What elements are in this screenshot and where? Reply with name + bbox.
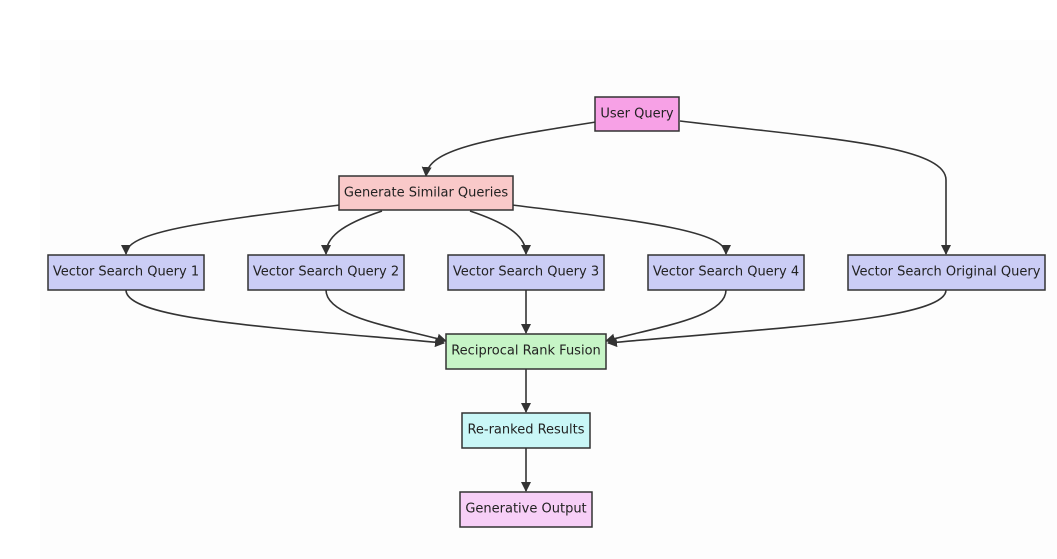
node-label: Vector Search Query 4 [653,265,799,280]
edge-vsq2-to-rrf [325,289,447,344]
node-label: Generative Output [465,502,586,517]
node-reciprocal-rank-fusion[interactable]: Reciprocal Rank Fusion [445,333,607,370]
node-user-query[interactable]: User Query [594,96,680,132]
node-label: Vector Search Query 2 [253,265,399,280]
edges [121,120,951,492]
node-vector-search-query-3[interactable]: Vector Search Query 3 [447,254,605,291]
nodes: User Query Generate Similar Queries Vect… [47,96,1046,528]
node-label: Re-ranked Results [467,423,584,438]
node-label: User Query [600,107,674,122]
edge-vsq1-to-rrf [125,289,445,348]
edge-vsq4-to-rrf [605,289,727,344]
edge-generate-similar-to-vsq4 [511,204,731,255]
node-re-ranked-results[interactable]: Re-ranked Results [461,412,591,449]
node-generate-similar-queries[interactable]: Generate Similar Queries [338,175,514,211]
node-vector-search-query-2[interactable]: Vector Search Query 2 [247,254,405,291]
edge-generate-similar-to-vsq1 [121,204,341,255]
node-label: Vector Search Query 3 [453,265,599,280]
node-generative-output[interactable]: Generative Output [459,491,593,528]
node-vector-search-query-1[interactable]: Vector Search Query 1 [47,254,205,291]
edge-user-query-to-vs-original [679,120,951,255]
edge-generate-similar-to-vsq3 [469,210,531,255]
node-vector-search-original-query[interactable]: Vector Search Original Query [847,254,1046,291]
node-label: Reciprocal Rank Fusion [451,344,601,359]
node-label: Vector Search Original Query [852,265,1041,280]
node-vector-search-query-4[interactable]: Vector Search Query 4 [647,254,805,291]
diagram-panel [40,40,1057,559]
edge-user-query-to-generate-similar [421,121,597,177]
edge-generate-similar-to-vsq2 [321,210,383,255]
edge-vs-original-to-rrf [607,289,947,348]
node-label: Vector Search Query 1 [53,265,199,280]
node-label: Generate Similar Queries [344,186,508,201]
